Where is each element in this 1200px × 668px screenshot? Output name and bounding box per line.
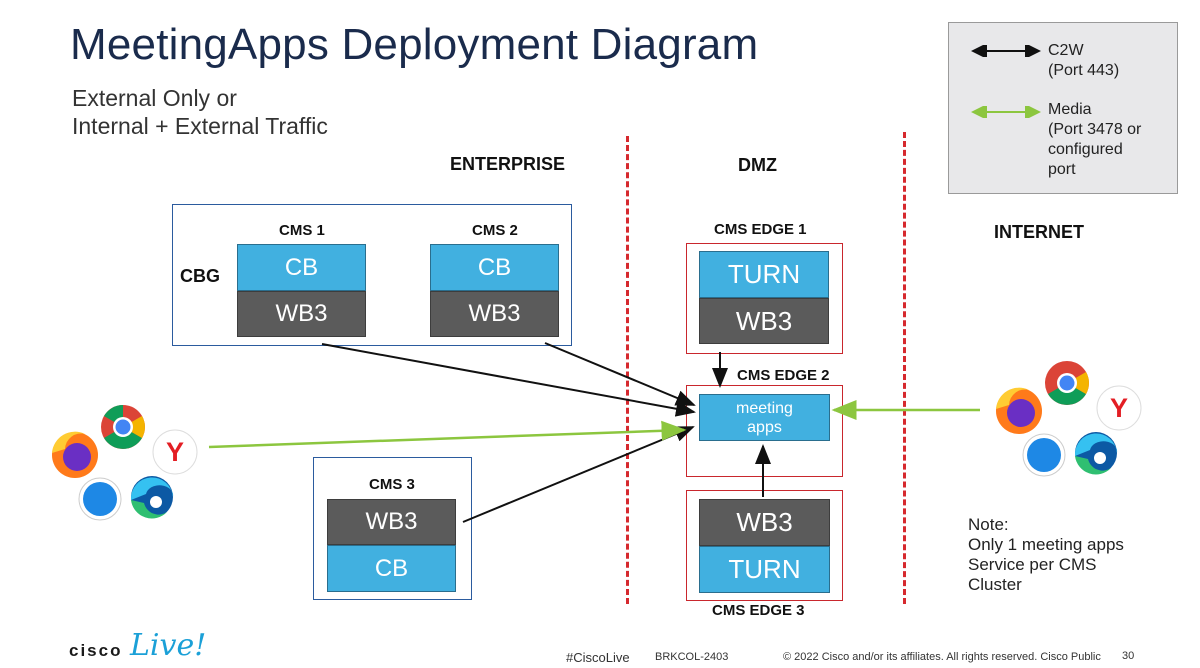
edge3-wb3-box: WB3 [699, 499, 830, 546]
left-browser-icons: Y [52, 405, 198, 521]
dmz-internet-separator [903, 132, 906, 604]
edge3-box [686, 490, 843, 601]
cms3-cb-box: CB [327, 545, 456, 592]
edge-icon [1074, 432, 1118, 475]
edge1-box [686, 243, 843, 354]
zone-enterprise-label: ENTERPRISE [450, 154, 566, 174]
cms3-cluster-box [313, 457, 472, 600]
live-logo-script: Live! [130, 628, 207, 663]
safari-icon [1022, 433, 1066, 477]
legend-media-port-1: (Port 3478 or [1048, 121, 1142, 138]
footer-session-id: BRKCOL-2403 [655, 651, 729, 663]
note-line-2: Service per CMS [968, 555, 1097, 574]
edge2-label: CMS EDGE 2 [737, 367, 830, 384]
legend-media-text: Media (Port 3478 or configured port [1048, 100, 1141, 180]
edge1-label: CMS EDGE 1 [714, 221, 807, 238]
c2w-arrow-cms3-to-meeting-apps [462, 426, 695, 523]
legend-media-title: Media [1048, 101, 1092, 118]
c2w-arrow-cms1-to-meeting-apps [321, 343, 696, 417]
legend-media-port-3: port [1048, 161, 1076, 178]
edge3-label: CMS EDGE 3 [712, 602, 805, 619]
edge1-turn-box: TURN [699, 251, 829, 298]
safari-icon [78, 477, 122, 521]
cms1-cb-box: CB [237, 244, 366, 291]
cms2-cb-box: CB [430, 244, 559, 291]
edge-icon [130, 476, 174, 519]
chrome-icon [101, 405, 145, 449]
subtitle: External Only or Internal + External Tra… [72, 84, 328, 140]
legend-c2w-text: C2W (Port 443) [1048, 41, 1119, 81]
legend-media-port-2: configured [1048, 141, 1123, 158]
cisco-logo-text: cisco [69, 641, 123, 660]
firefox-icon [52, 431, 98, 478]
zone-internet-label: INTERNET [994, 222, 1084, 242]
legend-c2w-port: (Port 443) [1048, 62, 1120, 79]
subtitle-line-2: Internal + External Traffic [72, 113, 328, 139]
cbg-label: CBG [180, 266, 220, 286]
note-line-3: Cluster [968, 575, 1022, 594]
note-line-1: Only 1 meeting apps [968, 535, 1124, 554]
legend-media-arrow [971, 106, 1041, 118]
edge1-wb3-box: WB3 [699, 298, 829, 344]
legend-box: C2W (Port 443) Media (Port 3478 or confi… [948, 22, 1178, 194]
svg-text:Y: Y [1110, 393, 1128, 423]
right-browser-icons: Y [996, 361, 1142, 477]
subtitle-line-1: External Only or [72, 85, 237, 111]
c2w-arrow-cms2-to-meeting-apps [544, 342, 696, 406]
chrome-icon [1045, 361, 1089, 405]
meeting-apps-line-1: meeting [736, 399, 793, 417]
legend-c2w-title: C2W [1048, 42, 1084, 59]
meeting-apps-box: meeting apps [699, 394, 830, 441]
footer-hashtag: #CiscoLive [566, 650, 630, 665]
page-title: MeetingApps Deployment Diagram [70, 20, 759, 69]
yandex-icon: Y [1096, 385, 1142, 431]
cms1-label: CMS 1 [279, 222, 325, 239]
footer-copyright: © 2022 Cisco and/or its affiliates. All … [783, 651, 1101, 663]
enterprise-dmz-separator [626, 136, 629, 604]
legend-c2w-arrow [971, 45, 1041, 57]
yandex-icon: Y [152, 429, 198, 475]
cms3-label: CMS 3 [369, 476, 415, 493]
meeting-apps-line-2: apps [747, 418, 782, 436]
footer-page-number: 30 [1122, 650, 1135, 662]
note-text: Note: Only 1 meeting apps Service per CM… [968, 515, 1124, 595]
svg-text:Y: Y [166, 437, 184, 467]
cms2-wb3-box: WB3 [430, 291, 559, 337]
firefox-icon [996, 387, 1042, 434]
cms1-wb3-box: WB3 [237, 291, 366, 337]
media-arrow-left-browsers [208, 420, 687, 449]
edge3-turn-box: TURN [699, 546, 830, 593]
cbg-cluster-box [172, 204, 572, 346]
cms3-wb3-box: WB3 [327, 499, 456, 545]
note-title: Note: [968, 515, 1009, 534]
zone-dmz-label: DMZ [738, 155, 777, 175]
cms2-label: CMS 2 [472, 222, 518, 239]
